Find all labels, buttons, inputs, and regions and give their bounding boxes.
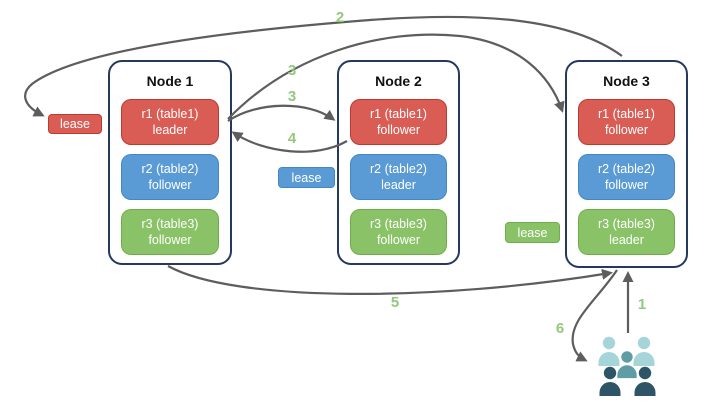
step-label-4: 4	[287, 130, 297, 147]
step-label-1: 1	[637, 296, 647, 313]
replica-label: r3 (table3)	[370, 217, 427, 231]
node3-replica-r3: r3 (table3) leader	[578, 209, 675, 255]
arrow-3-node1-to-node2	[227, 104, 336, 122]
users-group-icon	[598, 336, 656, 396]
arrow-5-node1-to-node3	[167, 265, 613, 295]
replica-role: follower	[148, 233, 192, 247]
node1-replica-r2: r2 (table2) follower	[121, 154, 219, 200]
replica-role: follower	[604, 123, 649, 137]
node-3: Node 3 r1 (table1) follower r2 (table2) …	[565, 60, 688, 268]
replica-role: leader	[609, 233, 644, 247]
node-1: Node 1 r1 (table1) leader r2 (table2) fo…	[108, 60, 232, 265]
replica-label: r3 (table3)	[141, 217, 199, 231]
replica-role: leader	[152, 123, 188, 137]
lease-badge-r3: lease	[505, 222, 560, 243]
replica-role: follower	[376, 123, 421, 137]
replica-label: r2 (table2)	[141, 162, 199, 176]
step-label-3a: 3	[287, 62, 297, 79]
node-2-title: Node 2	[375, 73, 422, 89]
lease-badge-r2: lease	[278, 167, 335, 188]
step-label-6: 6	[555, 320, 565, 337]
node1-replica-r1: r1 (table1) leader	[121, 99, 219, 145]
node2-replica-r3: r3 (table3) follower	[350, 209, 447, 255]
node3-replica-r1: r1 (table1) follower	[578, 99, 675, 145]
replica-role: follower	[604, 178, 649, 192]
replica-role: follower	[148, 178, 192, 192]
node2-replica-r2: r2 (table2) leader	[350, 154, 447, 200]
replica-role: follower	[376, 233, 421, 247]
step-label-3b: 3	[287, 88, 297, 105]
replica-role: leader	[381, 178, 416, 192]
replica-label: r2 (table2)	[598, 162, 655, 176]
node-2: Node 2 r1 (table1) follower r2 (table2) …	[337, 60, 460, 265]
step-label-5: 5	[390, 294, 400, 311]
node-1-title: Node 1	[146, 73, 194, 89]
replica-label: r1 (table1)	[141, 107, 199, 121]
node-3-title: Node 3	[603, 73, 650, 89]
replica-label: r3 (table3)	[598, 217, 655, 231]
replica-label: r2 (table2)	[370, 162, 427, 176]
step-label-2: 2	[335, 9, 345, 26]
replica-label: r1 (table1)	[370, 107, 427, 121]
lease-badge-r1: lease	[48, 114, 102, 134]
node2-replica-r1: r1 (table1) follower	[350, 99, 447, 145]
node3-replica-r2: r2 (table2) follower	[578, 154, 675, 200]
replica-label: r1 (table1)	[598, 107, 655, 121]
node1-replica-r3: r3 (table3) follower	[121, 209, 219, 255]
